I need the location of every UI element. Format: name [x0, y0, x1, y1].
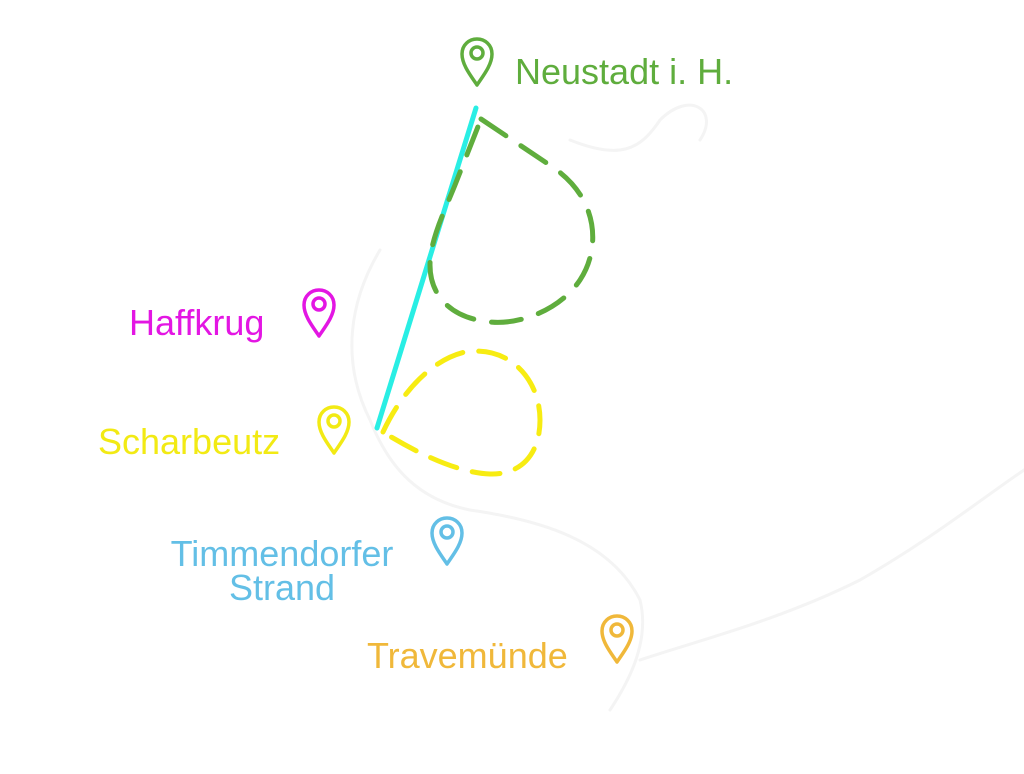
place-label-timmendorfer: Timmendorfer Strand [152, 533, 412, 608]
map-pin-icon [302, 288, 336, 338]
place-label-haffkrug: Haffkrug [129, 302, 265, 343]
place-label-scharbeutz: Scharbeutz [98, 421, 281, 462]
haffkrug-pin[interactable] [301, 287, 337, 339]
travemuende-pin[interactable] [599, 613, 635, 665]
coastline [350, 103, 1024, 712]
place-label-travemuende: Travemünde [367, 635, 568, 676]
dashed-route-green [427, 115, 596, 325]
place-label-timmendorfer-line2: Strand [228, 567, 336, 608]
place-label-neustadt: Neustadt i. H. [515, 51, 734, 92]
map-pin-icon [460, 37, 494, 87]
timmendorfer-pin[interactable] [429, 515, 465, 567]
place-label-timmendorfer-line1: Timmendorfer [170, 533, 394, 574]
dashed-route-yellow [379, 348, 543, 477]
map-pin-icon [317, 405, 351, 455]
scharbeutz-pin[interactable] [316, 404, 352, 456]
solid-route [374, 105, 479, 431]
map-pin-icon [430, 516, 464, 566]
map-pin-icon [600, 614, 634, 664]
neustadt-pin[interactable] [459, 36, 495, 88]
